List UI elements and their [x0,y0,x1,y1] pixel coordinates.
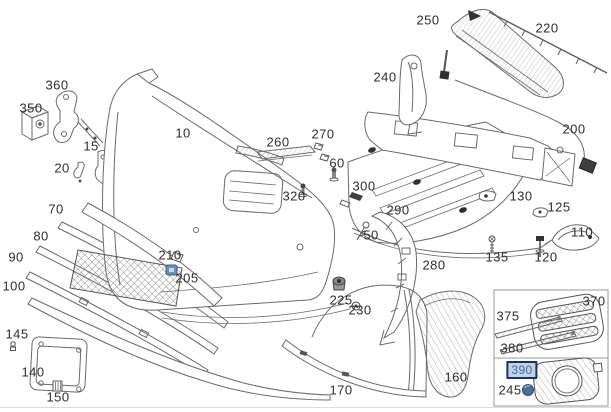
part-label-370[interactable]: 370 [582,293,606,309]
bolt-icon [439,49,450,80]
part-label-150[interactable]: 150 [46,389,70,405]
part-drawing-360 [53,90,104,147]
part-label-250[interactable]: 250 [416,12,440,28]
part-label-170[interactable]: 170 [329,382,353,398]
grommet-icon-230 [351,301,361,311]
clip-icons-270 [313,142,330,162]
part-label-210[interactable]: 210 [158,247,182,263]
clip-icon-300 [339,192,363,208]
part-label-270[interactable]: 270 [311,126,335,142]
bolt-icon-120 [535,236,545,257]
rivet-icon-60 [329,167,339,182]
screw-icon-50 [356,221,370,241]
part-label-290[interactable]: 290 [386,202,410,218]
part-drawing-220 [488,11,608,74]
part-label-220[interactable]: 220 [535,20,559,36]
part-label-80[interactable]: 80 [33,228,49,244]
part-label-145[interactable]: 145 [5,326,29,342]
part-label-230[interactable]: 230 [348,302,372,318]
part-drawing-150-spoiler [27,297,331,401]
part-label-350[interactable]: 350 [19,100,43,116]
part-label-160[interactable]: 160 [444,369,468,385]
part-drawing-390-bezel [532,357,603,405]
part-label-240[interactable]: 240 [373,69,397,85]
part-drawing-110 [544,224,600,251]
part-label-375[interactable]: 375 [496,308,520,324]
part-label-380[interactable]: 380 [500,340,524,356]
part-label-110[interactable]: 110 [571,224,593,240]
part-label-140[interactable]: 140 [21,364,45,380]
part-drawing-240 [398,54,427,135]
part-drawing-250 [451,8,564,98]
clip-icon-210 [170,251,184,263]
part-drawing-20 [73,161,85,183]
part-label-245[interactable]: 245 [498,382,522,398]
part-drawing-170 [281,284,428,398]
part-label-130[interactable]: 130 [509,188,533,204]
part-drawing-260 [256,145,316,162]
part-label-120[interactable]: 120 [534,249,558,265]
part-drawing-280 [370,211,418,346]
canvas-bottom-edge [0,407,611,408]
clip-icon-130 [478,190,497,202]
part-label-20[interactable]: 20 [54,160,70,176]
part-drawing-160 [403,288,486,398]
blue-square-clip-205 [165,264,178,276]
part-label-390[interactable]: 390 [506,361,538,379]
part-drawing-200 [364,79,598,187]
part-drawing-375 [494,316,563,339]
screw-icon-145 [10,341,16,351]
screw-icon-135 [488,235,496,253]
part-label-10[interactable]: 10 [175,125,191,141]
part-drawing-380 [499,331,577,355]
rivet-icon-320 [299,183,307,198]
blue-dome-clip-245 [522,384,534,396]
part-label-70[interactable]: 70 [48,201,64,217]
part-label-260[interactable]: 260 [266,134,290,150]
clip-icon-125 [532,207,549,218]
part-drawing-70 [69,202,351,324]
part-label-360[interactable]: 360 [45,77,69,93]
part-label-320[interactable]: 320 [282,188,306,204]
clip-icon-150 [52,380,63,392]
part-label-50[interactable]: 50 [363,227,379,243]
part-label-15[interactable]: 15 [83,138,99,154]
part-label-225[interactable]: 225 [329,292,353,308]
part-drawing-350 [20,105,50,141]
part-label-60[interactable]: 60 [329,155,345,171]
part-label-205[interactable]: 205 [175,270,199,286]
part-label-300[interactable]: 300 [352,178,376,194]
part-label-135[interactable]: 135 [485,249,509,265]
part-label-200[interactable]: 200 [562,121,586,137]
part-label-90[interactable]: 90 [8,249,24,265]
part-label-100[interactable]: 100 [2,278,26,294]
sensor-icon-225 [332,276,346,291]
part-label-125[interactable]: 125 [547,199,571,215]
part-label-280[interactable]: 280 [422,257,446,273]
